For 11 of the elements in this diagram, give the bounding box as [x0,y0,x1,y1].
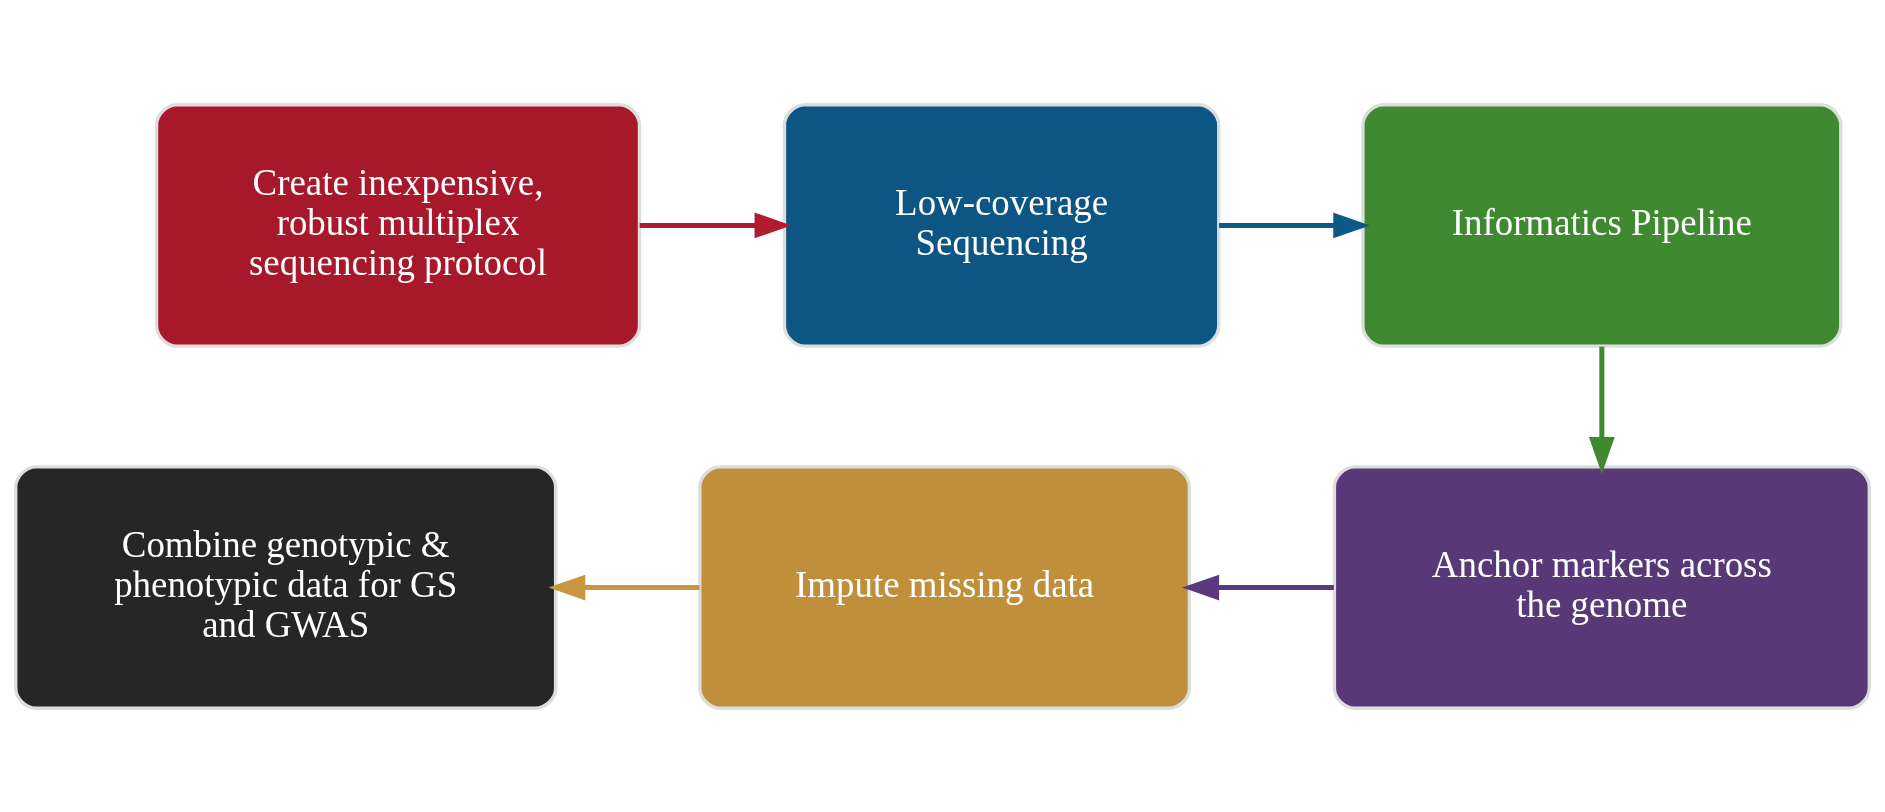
node-box: Low-coverage Sequencing [782,102,1221,348]
arrow [548,574,700,600]
arrow [639,212,792,238]
arrow [1182,574,1334,600]
arrow [1588,346,1615,474]
arrow [1219,212,1371,238]
node-box: Informatics Pipeline [1361,102,1843,348]
node-box: Anchor markers across the genome [1332,464,1871,710]
node-box: Combine genotypic & phenotypic data for GS and GWAS [14,464,558,710]
node-box: Create inexpensive, robust multiplex sequencing protocol [154,102,642,348]
node-box: Impute missing data [698,464,1192,710]
